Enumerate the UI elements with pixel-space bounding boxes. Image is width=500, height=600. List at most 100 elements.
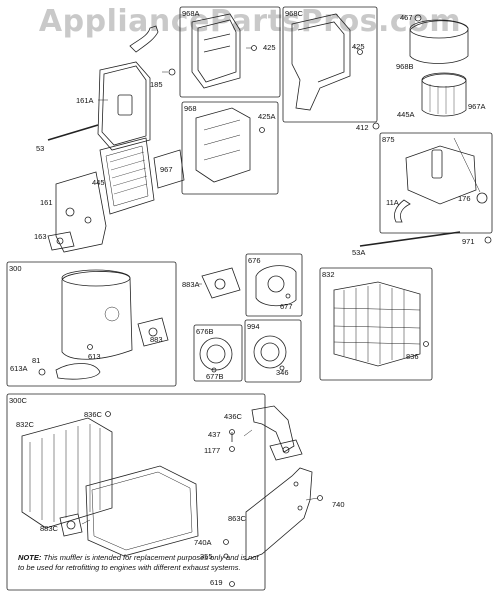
- bracket-863C: [245, 467, 313, 561]
- cover-968A: [191, 13, 241, 89]
- breather-tube: [129, 25, 159, 53]
- box-676B-frame: [193, 324, 243, 382]
- stud-53: [47, 124, 99, 141]
- replacement-note: NOTE: This muffler is intended for repla…: [18, 553, 264, 573]
- cover-968B: [409, 20, 469, 64]
- part-label-185: 185: [150, 80, 163, 89]
- part-label-445: 445: [92, 178, 105, 187]
- screw-425b: [357, 49, 363, 55]
- part-label-883: 883: [150, 335, 163, 344]
- air-cleaner-base-161: [55, 171, 107, 253]
- box-300C-frame: [6, 393, 266, 591]
- base-875: [405, 145, 477, 205]
- part-label-161: 161: [40, 198, 53, 207]
- valve-cover-161A: [97, 61, 151, 151]
- box-994-label: 994: [247, 322, 260, 331]
- part-label-677B: 677B: [206, 372, 224, 381]
- part-label-412: 412: [356, 123, 369, 132]
- part-label-81: 81: [32, 356, 41, 365]
- shroud-968: [195, 107, 251, 183]
- part-label-832C: 832C: [16, 420, 34, 429]
- part-label-836C: 836C: [84, 410, 102, 419]
- part-label-53A: 53A: [352, 248, 366, 257]
- stud-53A: [359, 231, 461, 247]
- screw-836C: [105, 411, 111, 417]
- part-label-161A: 161A: [76, 96, 94, 105]
- part-label-613A: 613A: [10, 364, 28, 373]
- part-label-1177: 1177: [204, 446, 221, 455]
- part-label-883C: 883C: [40, 524, 58, 533]
- part-label-967A: 967A: [468, 102, 486, 111]
- spark-arrestor-994: [253, 335, 287, 369]
- o-ring-176: [476, 192, 488, 204]
- screw-425: [251, 45, 257, 51]
- box-968-frame: [181, 101, 279, 195]
- part-label-740: 740: [332, 500, 345, 509]
- box-300C-label: 300C: [9, 396, 27, 405]
- part-label-176: 176: [458, 194, 471, 203]
- guard-676B: [199, 337, 233, 371]
- note-text: This muffler is intended for replacement…: [18, 553, 259, 572]
- screw-425A: [259, 127, 265, 133]
- nut-971: [484, 236, 492, 244]
- pipe-81: [55, 363, 101, 380]
- part-label-425a: 425: [263, 43, 276, 52]
- gasket-883: [137, 317, 169, 347]
- guard-676: [255, 265, 297, 307]
- part-label-425b: 425: [352, 42, 365, 51]
- part-label-11A: 11A: [386, 198, 399, 207]
- bolt-613A: [38, 368, 46, 376]
- muffler-300C: [85, 465, 199, 557]
- heat-shield-832C: [21, 417, 113, 529]
- filter-445: [99, 137, 155, 215]
- screw-740A: [223, 539, 229, 545]
- nut-1177: [229, 446, 235, 452]
- nut-355: [223, 553, 229, 559]
- part-label-836: 836: [406, 352, 419, 361]
- part-label-467: 467: [400, 13, 413, 22]
- gasket-883C: [59, 513, 83, 537]
- box-875-label: 875: [382, 135, 395, 144]
- screw-677: [285, 293, 291, 299]
- part-label-968B: 968B: [396, 62, 414, 71]
- part-label-971: 971: [462, 237, 475, 246]
- gasket-967: [153, 149, 185, 189]
- part-label-883A: 883A: [182, 280, 200, 289]
- box-968C-frame: [282, 6, 378, 123]
- box-968C-label: 968C: [285, 9, 303, 18]
- nut-619: [229, 581, 235, 587]
- part-label-437: 437: [208, 430, 221, 439]
- part-label-967: 967: [160, 165, 173, 174]
- box-968A-label: 968A: [182, 9, 200, 18]
- filter-445A: [421, 73, 467, 117]
- box-300-frame: [6, 261, 177, 387]
- screw-740: [317, 495, 323, 501]
- gasket-883A: [201, 267, 241, 299]
- box-832-frame: [319, 267, 433, 381]
- part-label-436C: 436C: [224, 412, 242, 421]
- part-label-163: 163: [34, 232, 47, 241]
- box-676B-label: 676B: [196, 327, 214, 336]
- part-label-355: 355: [200, 552, 213, 561]
- nut-185: [168, 68, 176, 76]
- part-label-613: 613: [88, 352, 101, 361]
- part-label-425A: 425A: [258, 112, 276, 121]
- box-994-frame: [244, 319, 302, 383]
- duct-968C: [291, 13, 351, 111]
- part-label-619: 619: [210, 578, 223, 587]
- part-label-53: 53: [36, 144, 45, 153]
- bolt-613: [87, 344, 93, 350]
- box-875-frame: [379, 132, 493, 234]
- nut-467: [414, 14, 422, 22]
- screw-677B: [211, 367, 217, 373]
- gasket-163: [47, 231, 75, 251]
- hose-11A: [394, 199, 411, 223]
- part-label-445A: 445A: [397, 110, 415, 119]
- box-832-label: 832: [322, 270, 335, 279]
- box-676-label: 676: [248, 256, 261, 265]
- nut-412: [372, 122, 380, 130]
- part-label-740A: 740A: [194, 538, 212, 547]
- box-968-label: 968: [184, 104, 197, 113]
- screw-346: [279, 365, 285, 371]
